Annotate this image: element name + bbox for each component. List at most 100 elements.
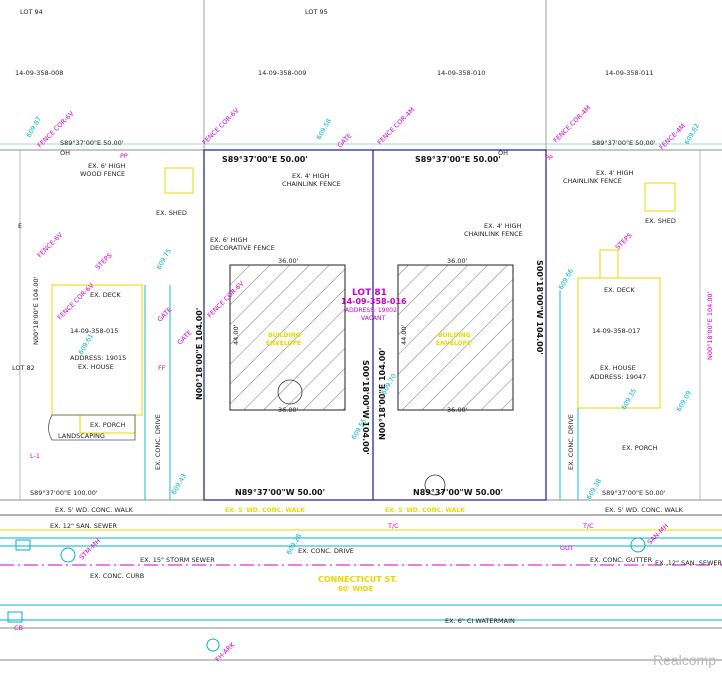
- parcel-011: 14-09-358-011: [605, 69, 653, 77]
- envelope-b-label1: BUILDING: [438, 332, 471, 339]
- gate-2-label: GATE: [156, 306, 174, 324]
- left-parcel-label: 14-09-358-015: [70, 327, 118, 335]
- bearing-east-side: S00°18'00"W 104.00': [535, 260, 544, 355]
- walk-left-label: EX. 5' WD. CONC. WALK: [55, 506, 134, 514]
- deck-left-label: EX. DECK: [90, 291, 121, 299]
- lot-81-vacant: VACANT: [361, 315, 386, 322]
- deck-right-label: EX. DECK: [604, 286, 635, 294]
- storm-sewer-label: EX. 15" STORM SEWER: [140, 556, 215, 564]
- ff-label: FF: [158, 364, 166, 372]
- tree-icons: [277, 379, 446, 496]
- road-lines: [0, 514, 722, 661]
- left-address-label: ADDRESS: 19015: [70, 354, 126, 362]
- tc-2-label: T/C: [387, 522, 399, 530]
- bearing-center-a: S00°18'00"W 104.00': [361, 360, 370, 455]
- elev-1: 609.58: [315, 117, 333, 141]
- conc-drive-mid-label: EX. CONC. DRIVE: [298, 547, 354, 555]
- bearing-far-left-bottom: S89°37'00"E 100.00': [30, 489, 98, 497]
- walk-mid2-label: EX. 5' WD. CONC. WALK: [385, 507, 465, 514]
- elev-8: 609.75: [155, 247, 173, 271]
- chainlink-right-line1: EX. 4' HIGH: [484, 222, 522, 230]
- bearing-top-right: S89°37'00"E 50.00': [415, 155, 501, 164]
- fence-cor-3: FENCE COR-4M: [376, 106, 417, 147]
- manholes: [7, 537, 646, 652]
- drive-left-label: EX. CONC. DRIVE: [154, 414, 162, 470]
- elev-4: 609.09: [675, 389, 693, 413]
- realcomp-watermark: Realcomp: [652, 652, 716, 668]
- elev-9: 609.43: [170, 472, 188, 496]
- san-sewer-left-label: EX. 12" SAN. SEWER: [50, 522, 117, 530]
- steps-2-label: STEPS: [614, 231, 634, 251]
- elev-7: 609.61: [77, 332, 95, 356]
- elev-11: 609.35: [620, 387, 638, 411]
- elev-10: 609.38: [585, 477, 603, 501]
- building-width-top-b: 36.00': [447, 257, 468, 265]
- drive-right-label: EX. CONC. DRIVE: [567, 414, 575, 470]
- bearing-center-b: N00°18'00"E 104.00': [378, 348, 387, 440]
- landscaping-area: [48, 414, 136, 441]
- shed-right-label: EX. SHED: [645, 217, 676, 225]
- lot-81-address: ADDRESS: 19002: [345, 307, 397, 314]
- fence-6v-label: FENCE-6V: [36, 231, 65, 260]
- chainlink-right-line2: CHAINLINK FENCE: [464, 230, 523, 238]
- right-address-label: ADDRESS: 19047: [590, 373, 646, 381]
- envelope-a-label2: ENVELOPE: [266, 340, 301, 347]
- lot-81-parcel: 14-09-358-016: [341, 297, 407, 306]
- lot-e-label: E: [18, 222, 22, 230]
- building-envelope-b: [397, 264, 514, 411]
- building-width-top: 36.00': [278, 257, 299, 265]
- conc-gutter-label: EX. CONC. GUTTER: [590, 556, 653, 564]
- envelope-b-label2: ENVELOPE: [436, 340, 471, 347]
- gut-label: GUT: [560, 544, 574, 552]
- l1-label: L-1: [30, 452, 40, 460]
- cb-label: CB: [14, 624, 23, 632]
- decor-fence-line2: DECORATIVE FENCE: [210, 244, 275, 252]
- porch-right-label: EX. PORCH: [622, 444, 657, 452]
- envelope-a-label1: BUILDING: [268, 332, 301, 339]
- fence-cor-2: FENCE COR-6V: [201, 106, 241, 146]
- parcel-010: 14-09-358-010: [437, 69, 485, 77]
- oh-2-label: OH: [498, 149, 508, 157]
- landscaping-label: LANDSCAPING: [58, 432, 105, 440]
- chainlink-center-line2: CHAINLINK FENCE: [282, 180, 341, 188]
- right-parcel-label: 14-09-358-017: [592, 327, 640, 335]
- watermain-label: EX. 6" CI WATERMAIN: [445, 617, 515, 625]
- san-sewer-right-label: EX. 12" SAN. SEWER: [655, 559, 722, 567]
- fence-cor-5: FENCE COR-6V: [56, 281, 96, 321]
- bearing-top-left: S89°37'00"E 50.00': [222, 155, 308, 164]
- wood-fence-line1: EX. 6' HIGH: [88, 162, 126, 170]
- chainlink-east-line1: EX. 4' HIGH: [596, 169, 634, 177]
- gate-3-label: GATE: [176, 329, 194, 347]
- driveways: [144, 285, 579, 500]
- fence-4m-label: FENCE-4M: [658, 122, 687, 151]
- chainlink-center-line1: EX. 4' HIGH: [292, 172, 330, 180]
- elev-6: 609.82: [683, 122, 701, 146]
- shed-left-label: EX. SHED: [156, 209, 187, 217]
- porch-left-label: EX. PORCH: [90, 421, 125, 429]
- bearing-far-right-top: S89°37'00"E 50.00': [592, 139, 656, 147]
- parcel-008: 14-09-358-008: [15, 69, 63, 77]
- lot-81-boundary: [203, 149, 547, 501]
- elev-5: 609.66: [557, 267, 575, 291]
- decor-fence-line1: EX. 6' HIGH: [210, 236, 248, 244]
- lot-95-label: LOT 95: [305, 8, 328, 16]
- bearing-bottom-left: N89°37'00"W 50.00': [235, 488, 325, 497]
- left-house-label: EX. HOUSE: [78, 363, 114, 371]
- building-width-bottom-b: 36.00': [447, 406, 468, 414]
- right-house-label: EX. HOUSE: [600, 364, 636, 372]
- walk-mid1-label: EX. 5' WD. CONC. WALK: [225, 507, 305, 514]
- lot-94-label: LOT 94: [20, 8, 43, 16]
- wood-fence-line2: WOOD FENCE: [80, 170, 125, 178]
- stm-mh-label: STM-MH: [78, 537, 103, 562]
- tc-1-label: T/C: [582, 522, 594, 530]
- right-house: [577, 182, 676, 409]
- oh-1-label: OH: [60, 149, 70, 157]
- conc-curb-label: EX. CONC. CURB: [90, 572, 144, 580]
- gate-1-label: GATE: [336, 132, 354, 150]
- lot-81-title: LOT 81: [352, 288, 387, 298]
- building-depth-b: 44.00': [400, 324, 408, 345]
- fence-cor-4: FENCE COR-4M: [552, 104, 593, 145]
- building-width-bottom: 36.00': [278, 406, 299, 414]
- building-envelope-a: [229, 264, 346, 411]
